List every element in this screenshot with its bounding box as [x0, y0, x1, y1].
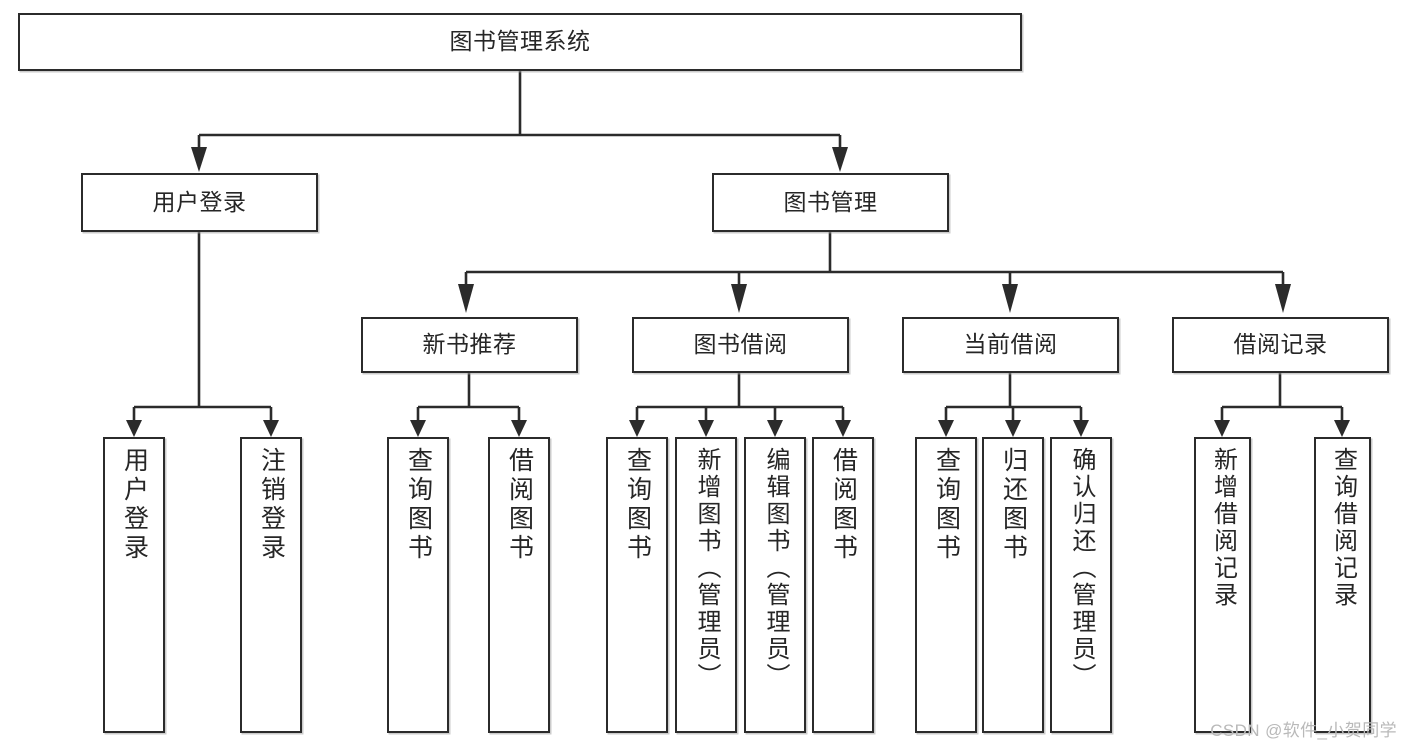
node-label: 新增图书（管理员）: [693, 447, 720, 690]
node-leaf-query-books-borrow[interactable]: 查询图书: [606, 437, 668, 733]
node-label: 借阅图书: [505, 447, 534, 563]
node-label: 确认归还（管理员）: [1068, 447, 1095, 690]
node-label: 归还图书: [999, 447, 1028, 563]
node-leaf-add-book-admin[interactable]: 新增图书（管理员）: [675, 437, 737, 733]
node-leaf-query-books-newbook[interactable]: 查询图书: [387, 437, 449, 733]
node-leaf-query-books-current[interactable]: 查询图书: [915, 437, 977, 733]
node-leaf-logout[interactable]: 注销登录: [240, 437, 302, 733]
node-label: 查询图书: [623, 447, 652, 563]
node-label: 借阅图书: [829, 447, 858, 563]
node-leaf-confirm-return-admin[interactable]: 确认归还（管理员）: [1050, 437, 1112, 733]
node-label: 注销登录: [257, 447, 286, 563]
node-label: 用户登录: [120, 447, 149, 563]
node-label: 借阅记录: [1233, 331, 1328, 358]
csdn-watermark: CSDN @软件_小贺同学: [1210, 721, 1397, 740]
node-leaf-borrow-books[interactable]: 借阅图书: [812, 437, 874, 733]
node-current-borrowing[interactable]: 当前借阅: [902, 317, 1119, 373]
node-label: 用户登录: [152, 188, 247, 215]
node-book-borrowing[interactable]: 图书借阅: [632, 317, 849, 373]
node-leaf-borrow-books-newbook[interactable]: 借阅图书: [488, 437, 550, 733]
node-label: 新书推荐: [422, 331, 517, 358]
node-label: 查询图书: [932, 447, 961, 563]
node-label: 当前借阅: [963, 331, 1058, 358]
node-label: 图书管理系统: [449, 28, 591, 55]
node-root-book-management-system[interactable]: 图书管理系统: [18, 13, 1022, 71]
node-leaf-query-borrow-record[interactable]: 查询借阅记录: [1314, 437, 1371, 733]
node-label: 查询图书: [404, 447, 433, 563]
node-label: 图书管理: [783, 188, 878, 215]
node-new-book-recommendation[interactable]: 新书推荐: [361, 317, 578, 373]
node-leaf-return-books[interactable]: 归还图书: [982, 437, 1044, 733]
node-leaf-user-login[interactable]: 用户登录: [103, 437, 165, 733]
node-book-management[interactable]: 图书管理: [712, 173, 949, 232]
node-leaf-edit-book-admin[interactable]: 编辑图书（管理员）: [744, 437, 806, 733]
node-leaf-add-borrow-record[interactable]: 新增借阅记录: [1194, 437, 1251, 733]
node-label: 新增借阅记录: [1209, 447, 1237, 609]
node-label: 查询借阅记录: [1329, 447, 1357, 609]
node-label: 图书借阅: [693, 331, 788, 358]
node-label: 编辑图书（管理员）: [762, 447, 789, 690]
node-borrowing-records[interactable]: 借阅记录: [1172, 317, 1389, 373]
node-user-login[interactable]: 用户登录: [81, 173, 318, 232]
